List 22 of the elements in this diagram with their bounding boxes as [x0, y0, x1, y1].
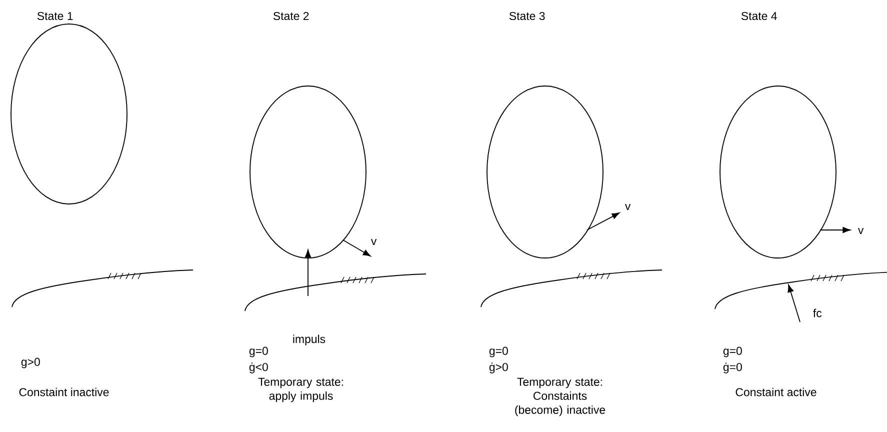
velocity-label: v — [624, 204, 631, 210]
state-caption: Temporary state: apply impuls — [258, 378, 343, 402]
gap-rate-condition: ġ<0 — [249, 362, 268, 374]
velocity-label: v — [858, 228, 864, 234]
ball-outline — [486, 86, 604, 258]
state-title: State 3 — [509, 12, 545, 20]
gap-condition: g>0 — [21, 358, 40, 368]
gap-condition: g=0 — [723, 346, 742, 358]
gap-condition: g=0 — [249, 346, 268, 358]
state-caption: Temporary state: Constaints (become) inactive — [515, 378, 606, 416]
gap-condition: g=0 — [489, 346, 508, 358]
gap-rate-condition: ġ>0 — [489, 362, 508, 374]
state-title: State 4 — [741, 12, 777, 20]
state-title: State 2 — [273, 12, 309, 20]
state-caption: Constaint inactive — [19, 388, 109, 396]
ball-outline — [720, 86, 836, 258]
ball-outline — [250, 86, 366, 258]
gap-rate-condition: ġ=0 — [723, 362, 742, 374]
impulse-label: impuls — [293, 334, 326, 346]
ball-outline — [10, 24, 128, 204]
contact-force-label: fc — [813, 308, 822, 318]
state-caption: Constaint active — [736, 388, 816, 396]
